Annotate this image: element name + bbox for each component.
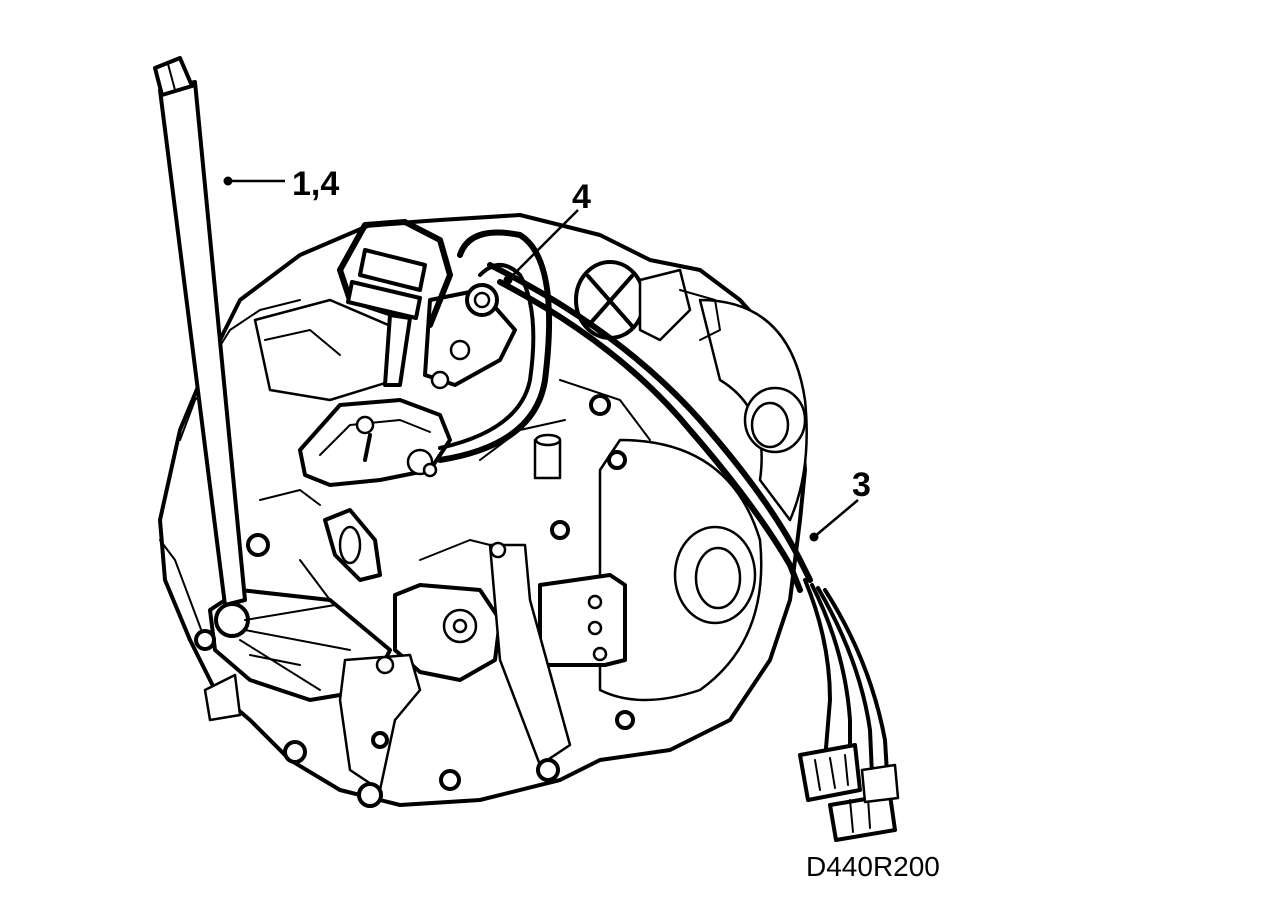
- main-harness: [487, 262, 900, 842]
- upper-harness: [337, 219, 553, 463]
- callout-4: 4: [503, 178, 591, 285]
- callout-3: 3: [809, 466, 871, 542]
- callout-1-4: 1,4: [223, 165, 339, 203]
- callout-4-leader: [507, 209, 579, 281]
- figure-code: D440R200: [806, 851, 940, 882]
- callout-4-label: 4: [572, 178, 591, 216]
- callout-3-leader: [813, 499, 859, 538]
- callout-3-label: 3: [852, 466, 871, 504]
- callout-1-4-label: 1,4: [292, 165, 339, 203]
- vent-pipe: [153, 56, 247, 607]
